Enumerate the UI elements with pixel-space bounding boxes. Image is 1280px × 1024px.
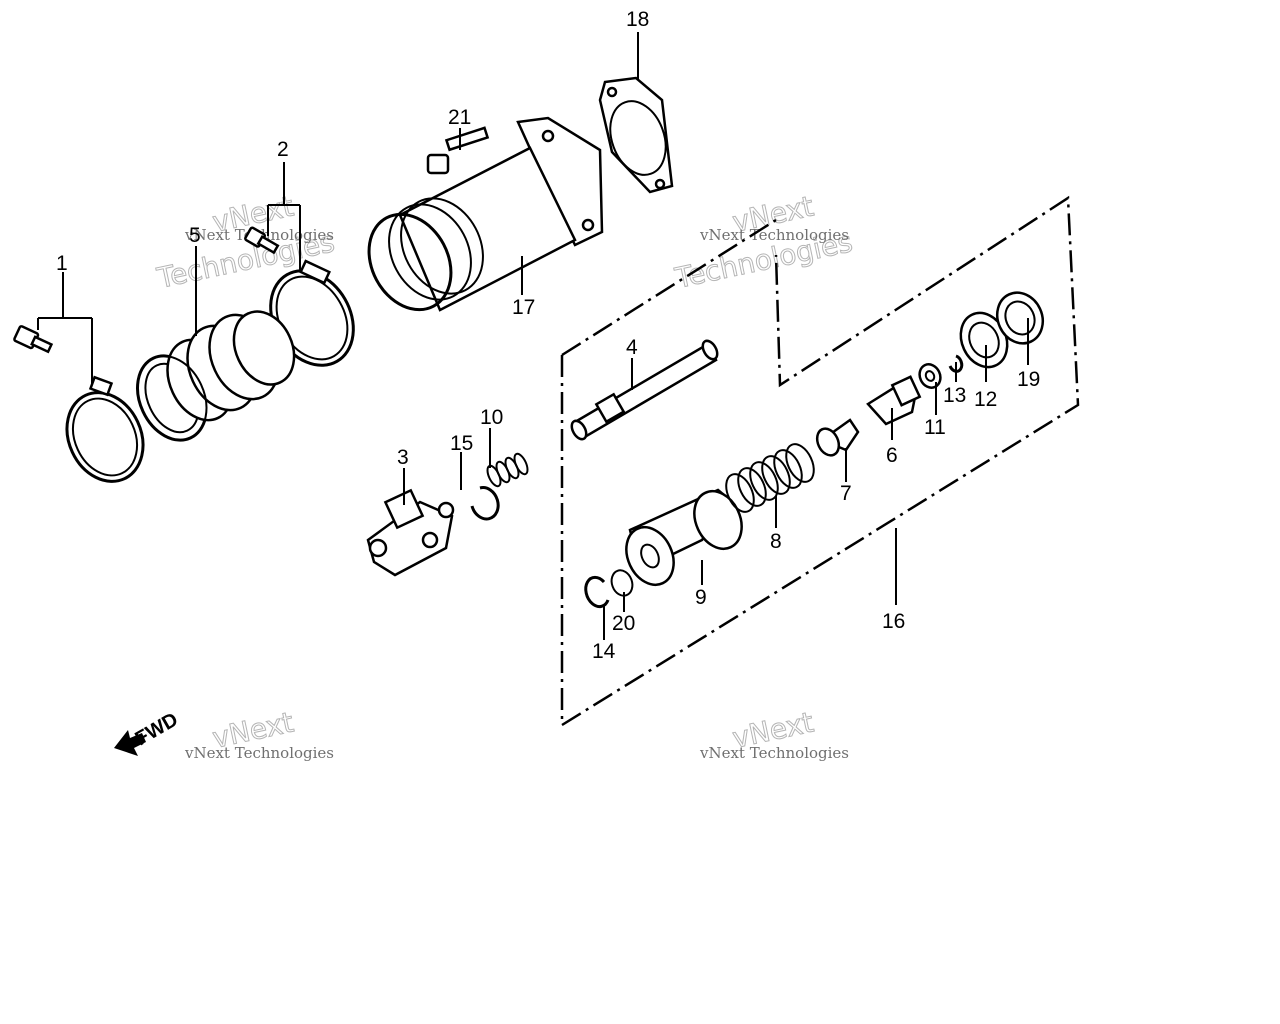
callout-15: 15 [450,432,473,455]
callout-21: 21 [448,106,471,129]
part-21-bolt [426,126,490,175]
assembly-16-outline-top [561,218,777,357]
callout-16: 16 [882,610,905,633]
part-20-o-ring [610,569,634,597]
watermark-group-bottom-left: vNext vNext Technologies [184,705,334,762]
callout-20: 20 [612,612,635,635]
part-6-gear [866,375,922,426]
callout-8: 8 [770,530,782,553]
part-10-spring [486,452,529,488]
part-8-spring [725,443,815,513]
part-12-bearing [959,311,1009,369]
callout-labels: 1 2 3 4 5 6 7 8 9 10 11 12 13 14 15 16 1… [56,8,1040,663]
part-4-shaft [570,339,719,441]
part-14-snap-ring [584,575,610,608]
callout-12: 12 [974,388,997,411]
callout-7: 7 [840,482,852,505]
callout-3: 3 [397,446,409,469]
watermark-text: vNext Technologies [184,744,334,762]
watermark-group-bottom-right: vNext vNext Technologies [699,705,849,762]
watermark-group-top-left: vNext Technologies vNext Technologies [153,189,338,295]
part-1-clamp [13,325,145,483]
callout-18: 18 [626,8,649,31]
callout-4: 4 [626,336,638,359]
part-9-sleeve [625,488,743,586]
callout-17: 17 [512,296,535,319]
part-11-washer [918,363,942,389]
part-13-circlip [948,354,964,373]
callout-10: 10 [480,406,503,429]
part-3-joint [366,488,455,577]
part-15-circlip [470,486,500,521]
part-18-gasket [598,76,674,194]
callout-11: 11 [924,416,946,439]
callout-13: 13 [943,384,966,407]
watermark-group-top-right: vNext Technologies vNext Technologies [671,189,856,295]
assembly-16-outline [560,195,1080,728]
callout-2: 2 [277,138,289,161]
callout-9: 9 [695,586,707,609]
callout-19: 19 [1017,368,1040,391]
part-17-housing [367,116,604,312]
fwd-label: FWD [132,709,182,751]
callout-5: 5 [189,224,201,247]
callout-1: 1 [56,252,68,275]
part-7-cam [815,418,860,457]
callout-6: 6 [886,444,898,467]
callout-14: 14 [592,640,616,663]
watermark-text: vNext Technologies [699,226,849,244]
fwd-arrow: FWD [114,709,182,756]
leader-lines [37,32,1029,640]
watermark-text: vNext Technologies [699,744,849,762]
part-5-boot [136,310,296,442]
